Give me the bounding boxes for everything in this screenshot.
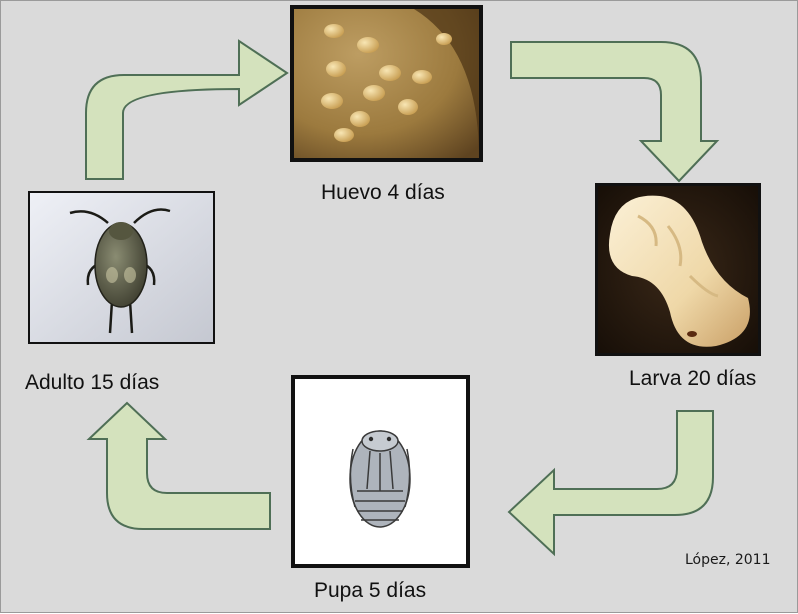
larva-photo-icon xyxy=(598,186,758,353)
larva-photo xyxy=(595,183,761,356)
arrow-egg-to-larva xyxy=(511,42,717,181)
egg-label: Huevo 4 días xyxy=(321,181,445,205)
source-credit: López, 2011 xyxy=(685,552,771,568)
egg-photo xyxy=(290,5,483,162)
arrow-larva-to-pupa xyxy=(509,411,713,554)
arrow-pupa-to-adult xyxy=(89,403,270,529)
eggs-photo-icon xyxy=(294,9,479,158)
pupa-label: Pupa 5 días xyxy=(314,579,426,603)
adult-photo xyxy=(28,191,215,344)
larva-label: Larva 20 días xyxy=(629,367,756,391)
beetle-photo-icon xyxy=(30,193,213,342)
pupa-drawing-icon xyxy=(295,379,466,564)
arrow-adult-to-egg xyxy=(86,41,287,179)
adult-label: Adulto 15 días xyxy=(25,371,159,395)
pupa-photo xyxy=(291,375,470,568)
